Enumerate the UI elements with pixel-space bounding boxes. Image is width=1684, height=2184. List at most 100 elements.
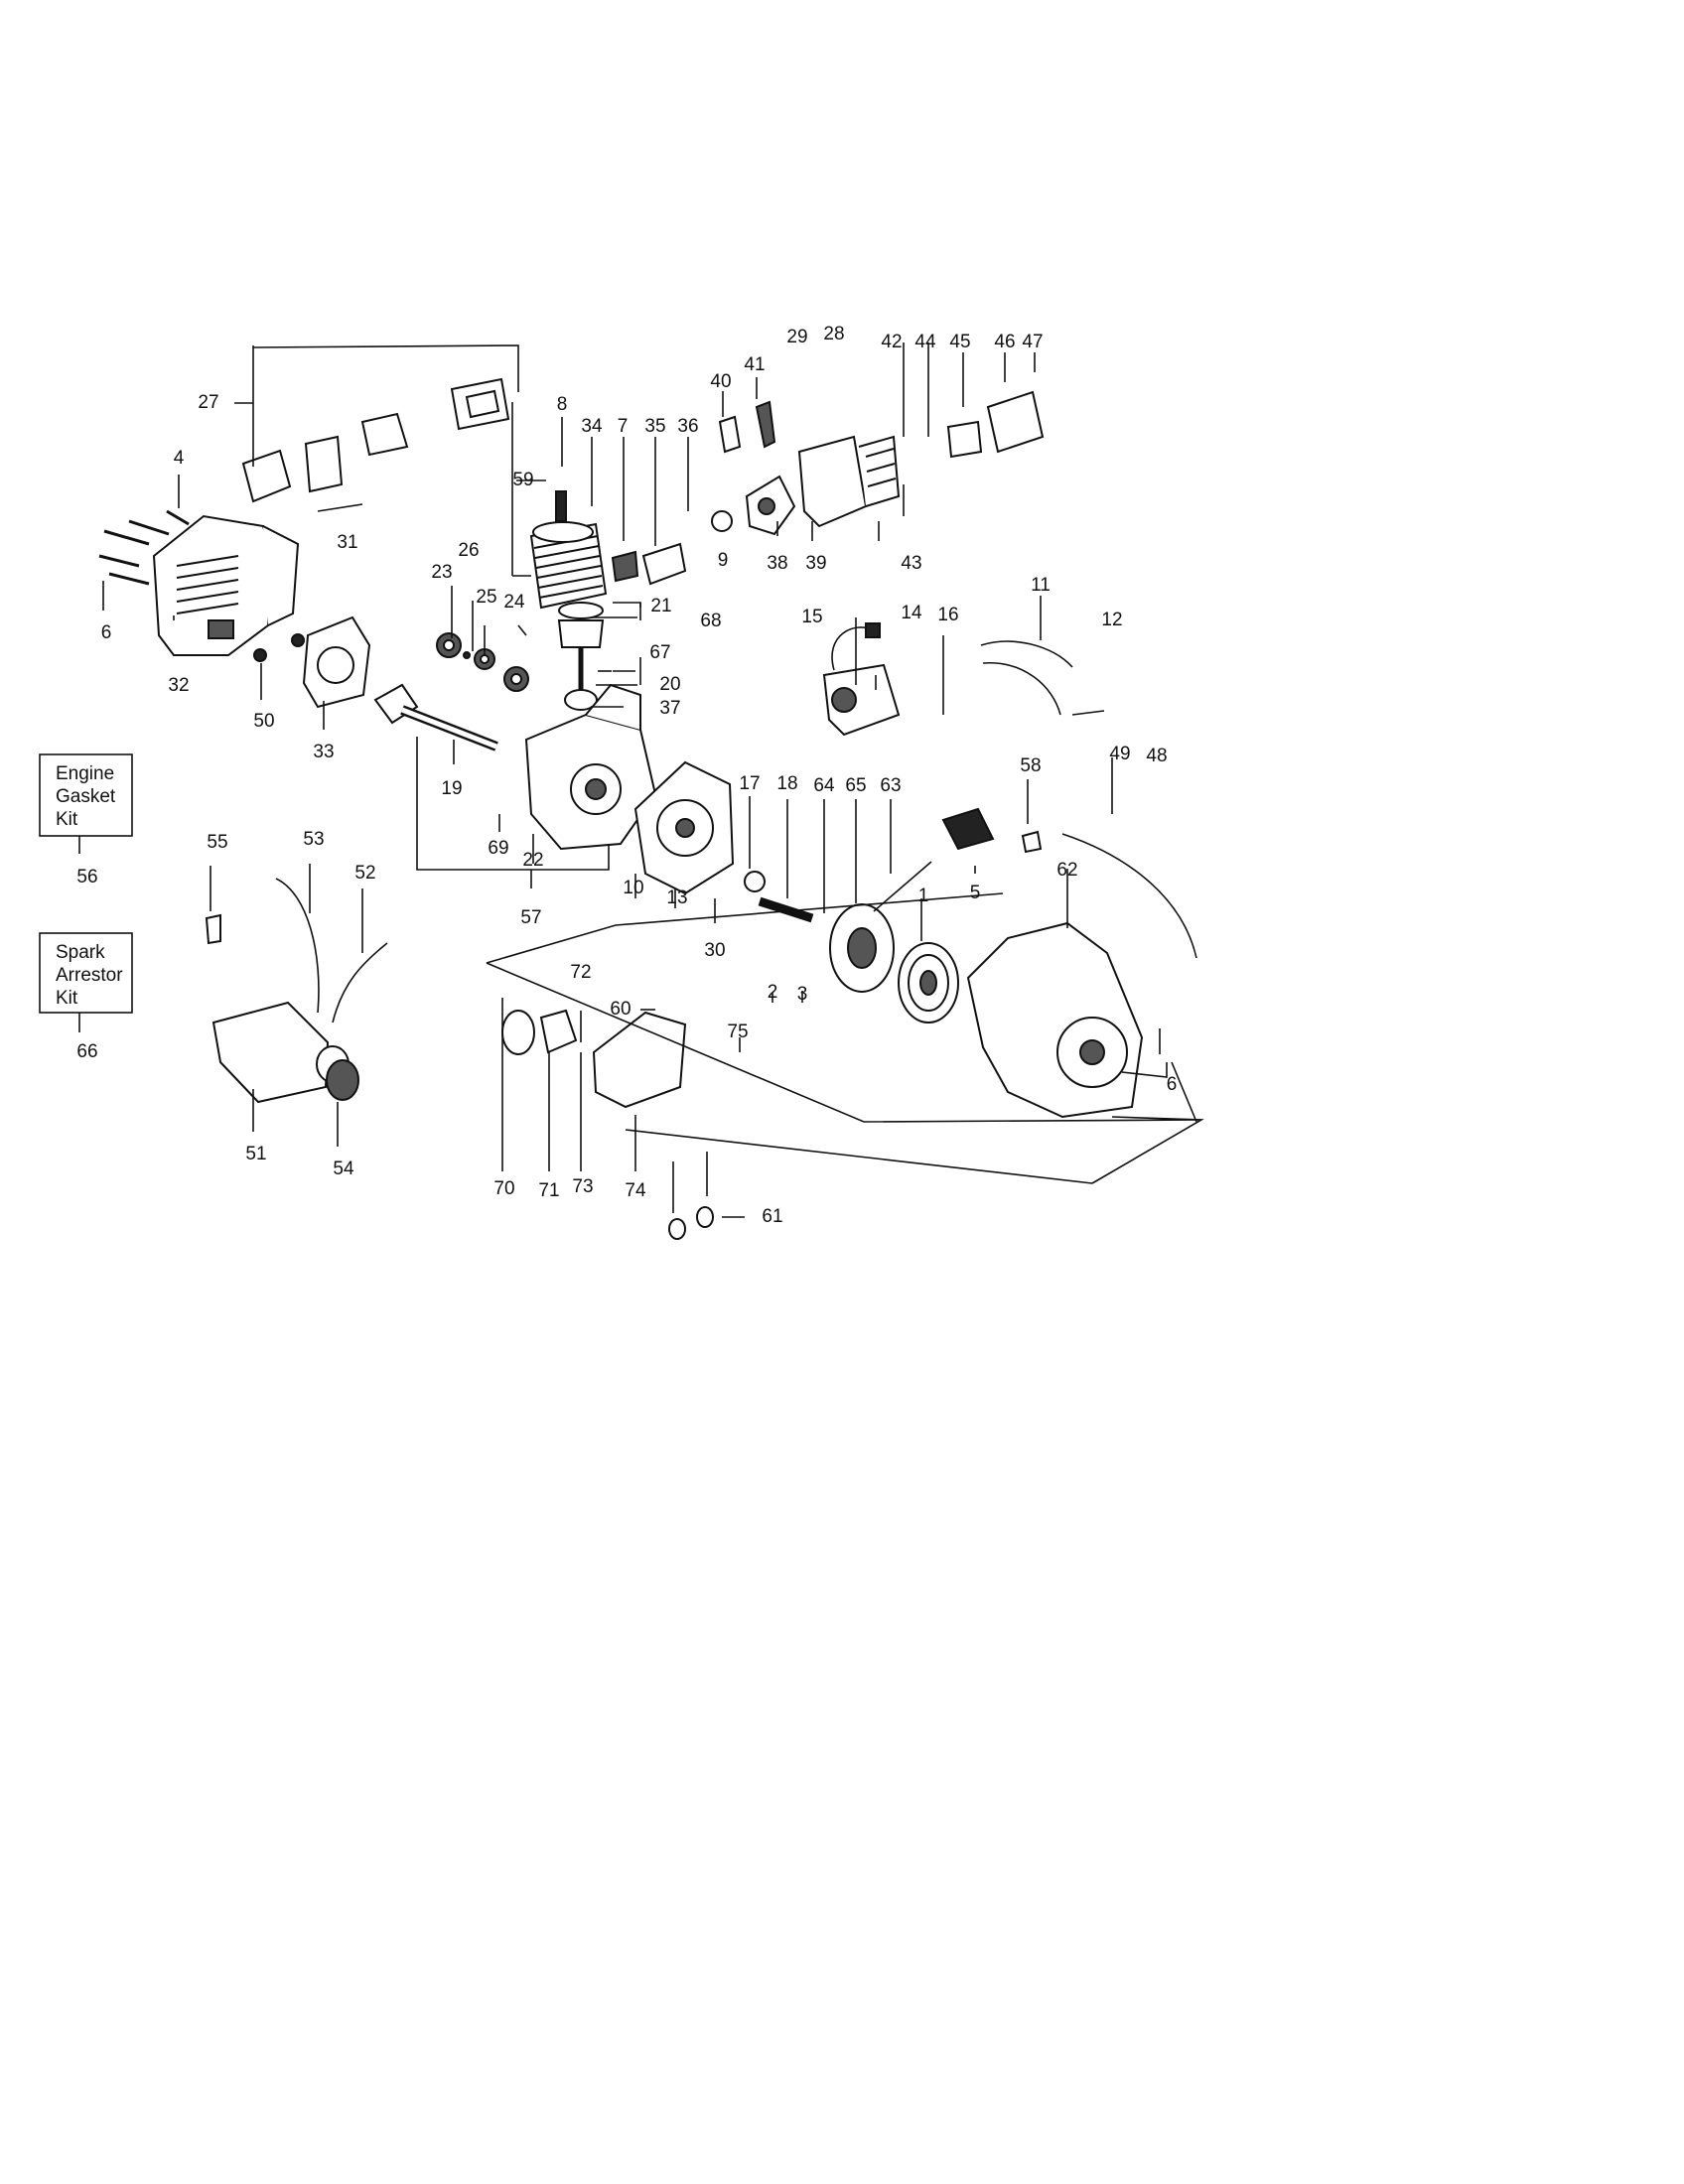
part-label: 46	[994, 332, 1015, 352]
fuel-line-icon	[332, 942, 388, 1024]
part-label: 7	[618, 416, 629, 437]
carb-gasket-icon	[711, 510, 733, 532]
part-label: 55	[207, 832, 227, 853]
part-label: 29	[786, 327, 807, 347]
part-label: 23	[431, 562, 452, 583]
part-label: 69	[488, 838, 508, 859]
part-label: 35	[644, 416, 665, 437]
leader-lines	[78, 342, 1204, 1218]
part-label: 48	[1146, 746, 1167, 766]
parts-drawings	[98, 377, 1197, 1240]
part-label: 15	[801, 607, 822, 627]
bumper-icon	[668, 1218, 686, 1240]
kit-line: Engine	[56, 763, 114, 784]
part-label: 19	[441, 778, 462, 799]
crankcase-icon	[524, 683, 657, 851]
kit-line: Gasket	[56, 786, 116, 807]
part-label: 21	[650, 596, 671, 616]
carburetor-mount-icon	[797, 435, 901, 528]
kit-line: Kit	[56, 809, 78, 830]
part-label: 31	[337, 532, 357, 553]
part-label: 51	[245, 1144, 266, 1164]
part-label: 54	[333, 1159, 354, 1179]
part-label: 40	[710, 371, 731, 392]
part-label: 22	[522, 850, 543, 871]
part-label: 25	[476, 587, 496, 608]
part-label: 53	[303, 829, 324, 850]
part-label: 9	[718, 550, 729, 571]
part-label: 27	[198, 392, 218, 413]
fuel-cap-icon	[326, 1059, 359, 1101]
part-label: 34	[581, 416, 603, 437]
filter-element-icon	[946, 420, 983, 459]
part-label: 68	[700, 611, 721, 631]
part-label: 10	[623, 878, 643, 898]
part-label: 13	[666, 887, 687, 908]
part-label: 11	[1031, 575, 1051, 596]
air-filter-icon	[241, 377, 510, 512]
shaft-icon	[758, 896, 814, 923]
washer-icon	[744, 871, 766, 892]
filter-cover-icon	[986, 390, 1045, 454]
clip-icon	[1021, 830, 1043, 854]
part-label: 39	[805, 553, 826, 574]
kit-line: Kit	[56, 988, 78, 1009]
spark-arrestor-kit-box: Spark Arrestor Kit	[39, 932, 133, 1014]
part-label: 37	[659, 698, 680, 719]
part-label: 26	[458, 540, 479, 561]
kit-line: Arrestor	[56, 965, 123, 986]
part-label: 32	[168, 675, 189, 696]
ignition-module-icon	[822, 622, 901, 737]
engine-gasket-kit-box: Engine Gasket Kit	[39, 753, 133, 837]
part-label: 43	[901, 553, 921, 574]
part-label: 42	[881, 332, 902, 352]
part-label: 28	[823, 324, 844, 344]
part-label: 8	[557, 394, 568, 415]
part-label: 3	[797, 984, 808, 1005]
part-labels: 1 2 3 4 5 6 6 7 8 9 10 11 12 13 14 15 16…	[76, 324, 1177, 1227]
part-label: 14	[901, 603, 922, 623]
part-label: 72	[570, 962, 591, 983]
part-label: 1	[918, 886, 929, 906]
gasket-icon	[501, 1010, 535, 1055]
flywheel-icon	[633, 760, 735, 895]
part-label: 4	[174, 448, 185, 469]
part-label: 49	[1109, 744, 1130, 764]
part-label: 33	[313, 742, 334, 762]
muffler-screws-icon	[98, 509, 190, 586]
starter-pulley-icon	[829, 903, 895, 993]
part-label: 12	[1101, 610, 1122, 630]
part-label: 20	[659, 674, 680, 695]
part-label: 24	[503, 592, 525, 613]
part-label: 63	[880, 775, 901, 796]
nut-icon	[253, 648, 267, 662]
part-label: 45	[949, 332, 970, 352]
muffler-cover-icon	[152, 514, 300, 656]
part-label: 2	[768, 982, 778, 1003]
starter-handle-icon	[941, 807, 995, 851]
part-label: 61	[762, 1206, 782, 1227]
fuel-line-icon	[982, 662, 1061, 716]
part-label: 73	[572, 1176, 593, 1197]
part-label: 60	[610, 999, 631, 1020]
part-label: 74	[625, 1180, 646, 1201]
part-label: 65	[845, 775, 866, 796]
part-label: 6	[1167, 1074, 1178, 1095]
gasket-icon	[611, 550, 639, 583]
recoil-spring-icon	[898, 942, 959, 1024]
part-label: 75	[727, 1022, 748, 1042]
part-label: 67	[649, 642, 670, 663]
starter-housing-icon	[966, 921, 1144, 1119]
crankshaft-icon	[373, 683, 498, 751]
insulator-icon	[641, 542, 687, 586]
part-label: 18	[776, 773, 797, 794]
nut-icon	[291, 633, 305, 647]
part-label: 41	[744, 354, 765, 375]
part-label: 47	[1022, 332, 1043, 352]
part-label: 56	[76, 867, 97, 887]
part-label: 5	[970, 883, 981, 903]
part-label: 52	[354, 863, 375, 884]
part-label: 6	[101, 622, 112, 643]
part-label: 44	[914, 332, 936, 352]
